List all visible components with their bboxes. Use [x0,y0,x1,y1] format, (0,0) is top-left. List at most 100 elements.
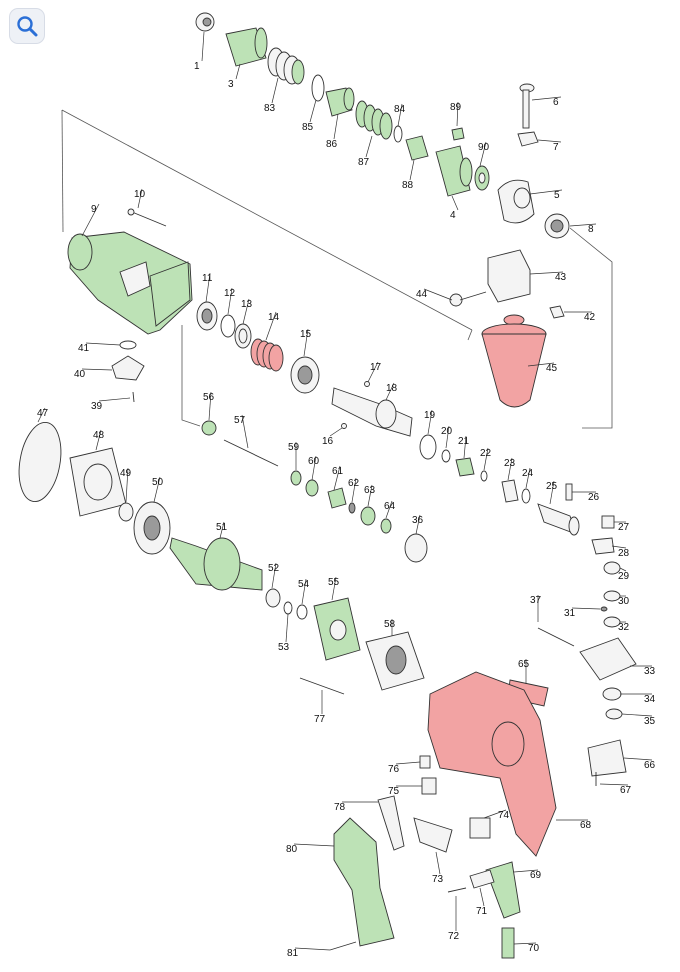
part-label-73: 73 [432,874,444,885]
assembly-frame-lines [61,109,613,429]
part-54 [296,604,308,620]
leader-line [98,397,131,402]
part-61 [327,487,347,509]
leader-line [85,342,121,346]
part-24 [521,488,531,504]
part-label-25: 25 [546,481,558,492]
magnifier-icon [17,16,38,37]
part-label-40: 40 [74,369,86,380]
part-label-77: 77 [314,714,326,725]
part-label-24: 24 [522,468,534,479]
part-7 [517,131,539,147]
part-25 [537,503,580,536]
part-62 [348,502,356,514]
part-13 [234,323,252,349]
part-23 [501,479,519,503]
leader-line [285,613,289,643]
part-36 [404,533,428,563]
part-label-89: 89 [450,102,462,113]
leader-line [479,141,487,167]
part-80-grip-cover [333,817,395,947]
leader-line [507,457,513,481]
zoom-button[interactable] [10,9,44,43]
part-16 [341,423,347,429]
part-35 [605,708,623,720]
part-15 [290,356,320,394]
leader-line [611,545,627,549]
part-label-72: 72 [448,931,460,942]
leader-line [81,368,113,371]
part-76 [419,755,431,769]
part-86 [325,87,355,117]
part-52 [265,588,281,608]
leader-line [527,362,555,367]
part-77 [299,677,345,695]
leader-line [242,298,250,325]
leader-line [456,101,459,127]
leader-line [137,188,143,209]
leader-line [423,288,453,301]
part-4 [435,145,473,197]
leader-line [623,757,653,761]
part-label-33: 33 [644,666,656,677]
part-12 [220,314,236,338]
leader-line [95,429,102,451]
part-label-4: 4 [450,210,456,221]
part-label-8: 8 [588,224,594,235]
part-label-84: 84 [394,104,406,115]
leader-line [294,947,331,951]
part-59 [290,470,302,486]
part-label-32: 32 [618,622,630,633]
part-14-spring [250,338,284,372]
part-label-29: 29 [618,571,630,582]
leader-line [333,465,341,491]
part-label-23: 23 [504,458,516,469]
part-label-88: 88 [402,180,414,191]
part-27 [601,515,615,529]
part-label-3: 3 [228,79,234,90]
part-label-39: 39 [91,401,103,412]
leader-line [525,467,531,489]
part-label-80: 80 [286,844,298,855]
leader-line [205,272,211,303]
part-label-5: 5 [554,190,560,201]
part-label-11: 11 [202,273,213,284]
part-label-41: 41 [78,343,90,354]
part-label-18: 18 [386,383,398,394]
part-label-20: 20 [441,426,453,437]
part-label-68: 68 [580,820,592,831]
part-6 [519,83,535,129]
part-19 [419,434,437,460]
part-label-37: 37 [530,595,542,606]
part-39 [132,391,135,403]
part-33 [579,637,637,681]
leader-line [227,287,233,315]
part-label-35: 35 [644,716,656,727]
part-label-54: 54 [298,579,310,590]
part-label-36: 36 [412,515,424,526]
part-57 [223,439,279,467]
part-45-side-grip [481,314,547,408]
leader-line [271,77,279,104]
leader-line [208,391,212,421]
part-label-71: 71 [476,906,488,917]
leader-line [571,607,601,610]
part-label-15: 15 [300,329,312,340]
part-55 [313,597,361,661]
part-72 [447,887,467,893]
part-label-65: 65 [518,659,530,670]
part-label-70: 70 [528,943,540,954]
leader-line [385,382,395,401]
leader-line [483,809,507,819]
part-label-50: 50 [152,477,164,488]
leader-line [301,578,307,605]
part-label-45: 45 [546,363,558,374]
leader-line [365,135,373,158]
part-label-27: 27 [618,522,630,533]
leader-line [367,484,373,507]
part-75 [421,777,437,795]
part-label-85: 85 [302,122,314,133]
part-label-42: 42 [584,312,596,323]
part-label-63: 63 [364,485,376,496]
